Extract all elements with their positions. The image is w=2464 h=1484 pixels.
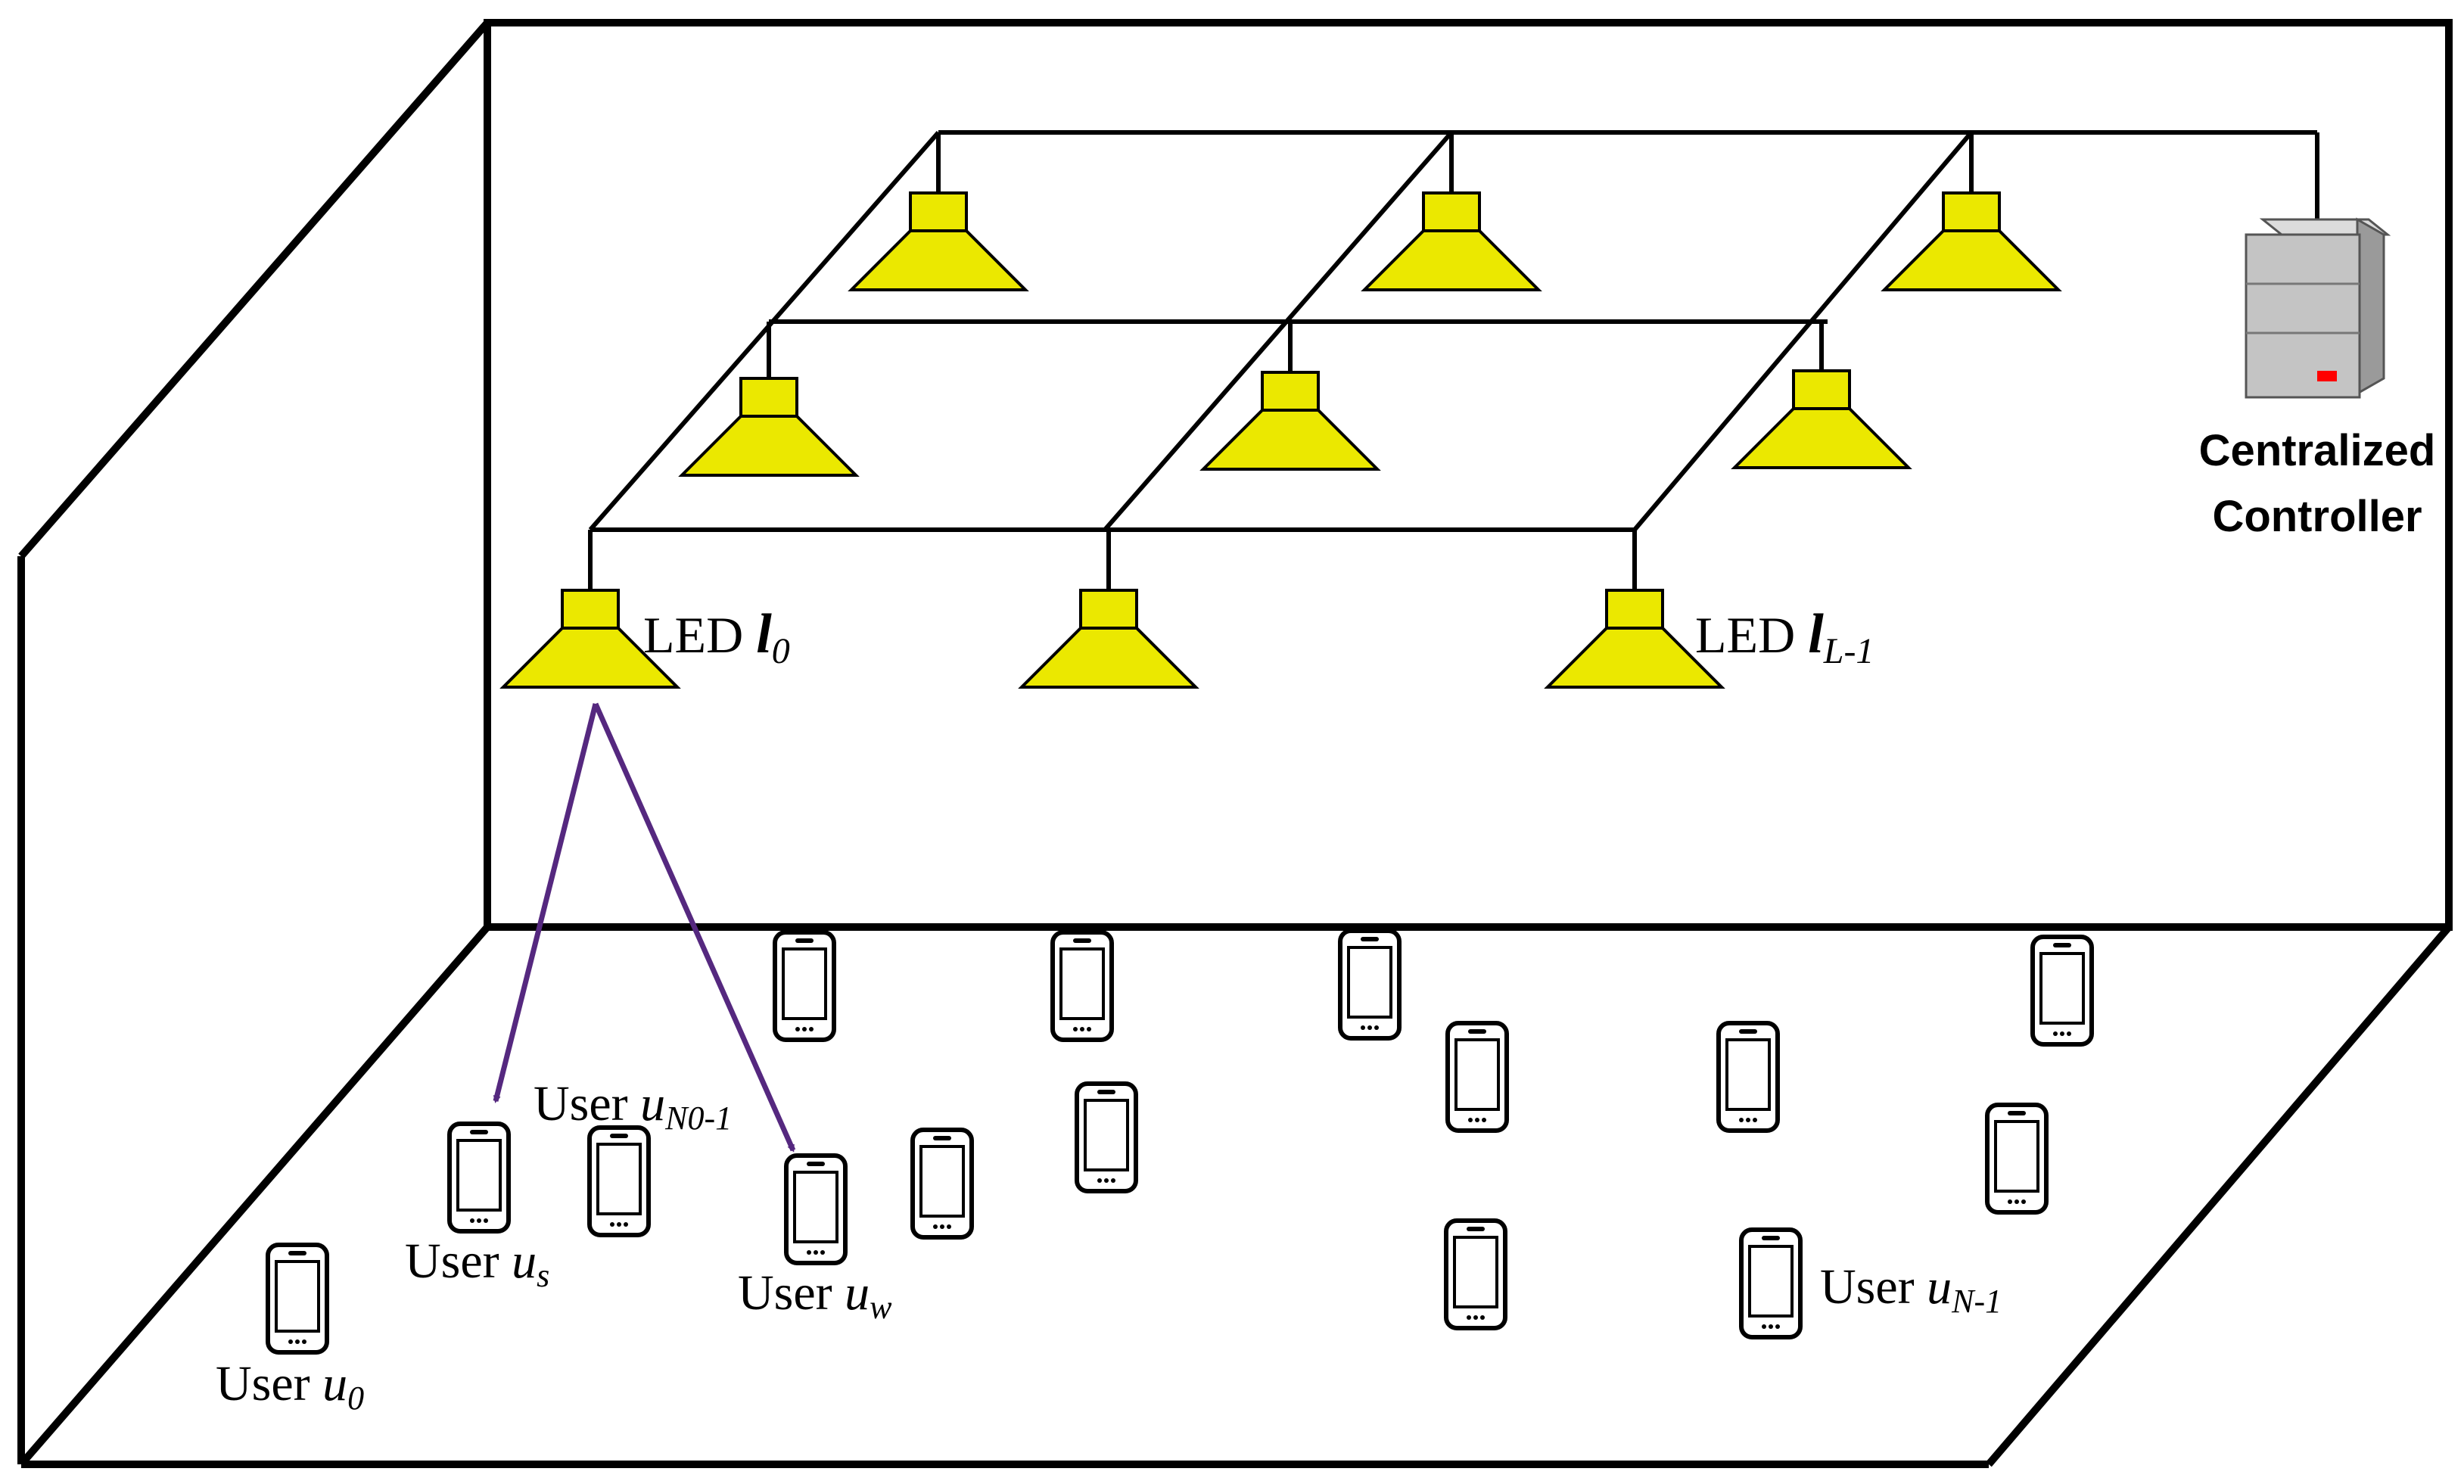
- user-uN-1-label: User uN-1: [1820, 1259, 2002, 1320]
- left-top-edge: [18, 20, 490, 559]
- light-beams: [493, 702, 796, 1153]
- server-icon: [2245, 217, 2391, 399]
- centralized-controller: Centralized Controller: [2199, 217, 2436, 541]
- led-lamp-icon: [1881, 191, 2062, 291]
- smartphone-icon: [1985, 1103, 2049, 1215]
- smartphone-icon: [1050, 930, 1114, 1042]
- led-lL-1-label: LED lL-1: [1695, 603, 1874, 671]
- room-outline: [17, 19, 2453, 1468]
- led-l0-label: LED l0: [643, 603, 790, 671]
- smartphone-icon: [1338, 929, 1402, 1041]
- floor-right-edge: [1986, 924, 2452, 1467]
- controller-label-line1: Centralized: [2199, 426, 2436, 475]
- smartphone-icon: [1075, 1081, 1138, 1193]
- led-lamp-icon: [678, 377, 860, 477]
- smartphone-icon: [2030, 935, 2094, 1047]
- led-lamp-icon: [1199, 371, 1381, 471]
- wiring-grid: [588, 130, 2319, 590]
- smartphone-icon: [1444, 1218, 1507, 1330]
- smartphone-icon: [1445, 1021, 1509, 1133]
- user-us-label: User us: [405, 1234, 549, 1294]
- led-lamps: [499, 191, 2062, 689]
- controller-label-line2: Controller: [2212, 492, 2422, 541]
- smartphone-icon: [266, 1243, 329, 1355]
- back-wall: [484, 19, 2453, 931]
- smartphone-icon: [587, 1125, 651, 1237]
- user-uN0-1-label: User uN0-1: [534, 1076, 732, 1137]
- user-devices: [266, 929, 2094, 1355]
- smartphone-icon: [784, 1153, 848, 1265]
- floor-left-edge: [18, 924, 490, 1467]
- smartphone-icon: [773, 930, 836, 1042]
- smartphone-icon: [910, 1128, 974, 1240]
- led-lamp-icon: [848, 191, 1029, 291]
- status-light: [2317, 371, 2337, 381]
- led-lamp-icon: [1731, 369, 1912, 469]
- smartphone-icon: [1716, 1021, 1780, 1133]
- smartphone-icon: [447, 1122, 511, 1234]
- beam-to-user-us: [493, 703, 599, 1103]
- led-lamp-icon: [1018, 589, 1199, 689]
- led-lamp-icon: [499, 589, 681, 689]
- led-lamp-icon: [1361, 191, 1542, 291]
- led-lamp-icon: [1544, 589, 1725, 689]
- beam-to-user-uw: [593, 702, 796, 1153]
- user-u0-label: User u0: [216, 1356, 364, 1417]
- smartphone-icon: [1739, 1227, 1803, 1339]
- user-uw-label: User uw: [738, 1265, 892, 1326]
